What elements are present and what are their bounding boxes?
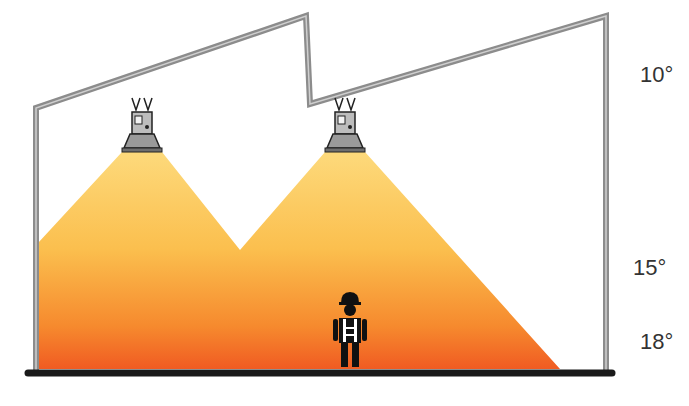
building-outline xyxy=(36,16,606,371)
worker-figure xyxy=(333,292,367,367)
floor-line xyxy=(28,370,612,377)
angle-label: 18° xyxy=(640,331,673,353)
high-bay-lamp xyxy=(325,98,365,152)
high-bay-lamp xyxy=(122,98,162,152)
angle-label: 15° xyxy=(633,257,666,279)
light-cone xyxy=(38,152,560,369)
angle-label: 10° xyxy=(640,64,673,86)
building-outline-highlight xyxy=(36,16,606,371)
